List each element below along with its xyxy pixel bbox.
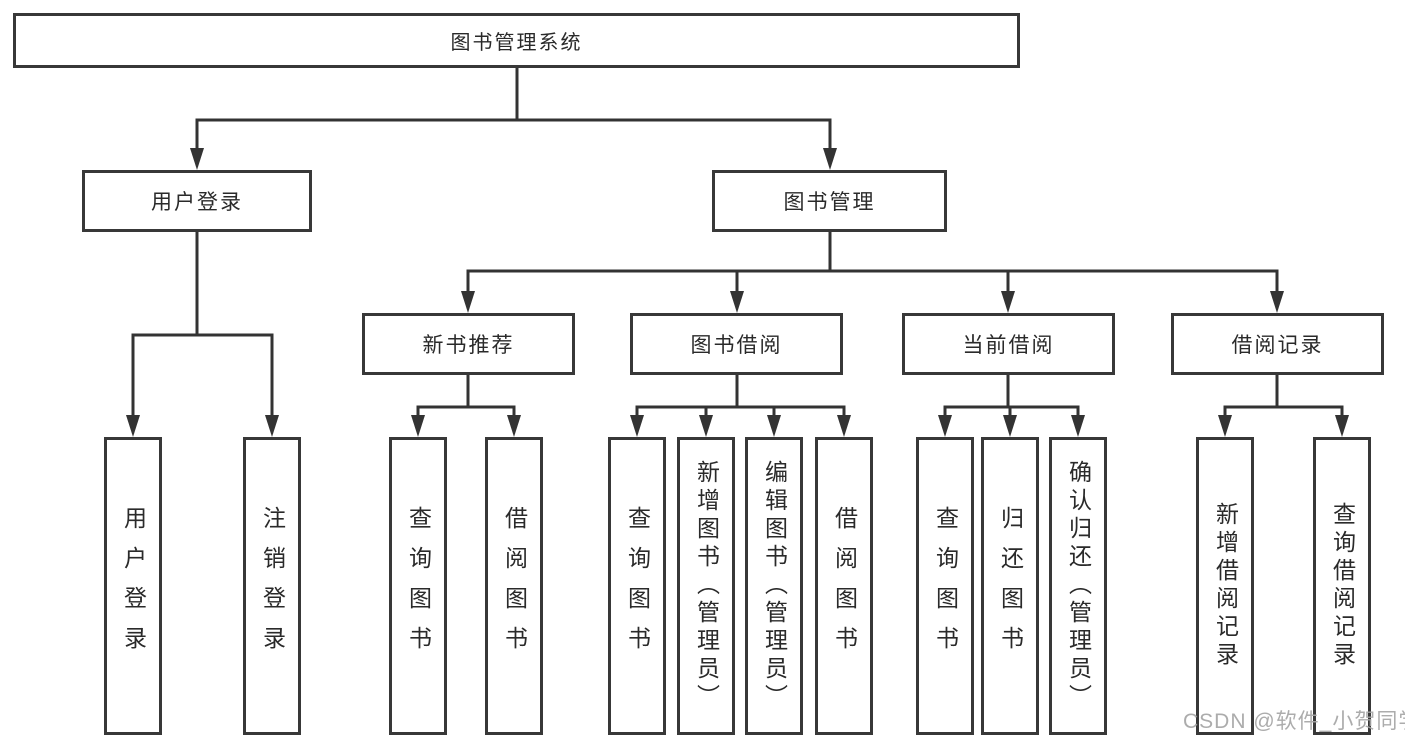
node-book-borrowing: 图书借阅	[630, 313, 843, 375]
node-label: 用户登录	[120, 506, 147, 666]
leaf-query-books-2: 查询图书	[608, 437, 666, 735]
node-label: 确认归还（管理员）	[1065, 460, 1092, 712]
arrowhead-icon	[1003, 415, 1017, 437]
leaf-borrow-books-1: 借阅图书	[485, 437, 543, 735]
node-label: 借阅记录	[1231, 334, 1324, 357]
arrowhead-icon	[823, 148, 837, 170]
arrowhead-icon	[265, 415, 279, 437]
node-label: 当前借阅	[962, 334, 1055, 357]
arrowhead-icon	[630, 415, 644, 437]
arrowhead-icon	[730, 291, 744, 313]
csdn-watermark: CSDN @软件_小贺同学	[1183, 710, 1405, 733]
node-label: 图书管理	[783, 191, 876, 214]
arrowhead-icon	[126, 415, 140, 437]
node-label: 用户登录	[151, 191, 243, 214]
leaf-logout: 注销登录	[243, 437, 301, 735]
node-label: 查询图书	[405, 506, 432, 666]
arrowhead-icon	[507, 415, 521, 437]
leaf-edit-books-admin: 编辑图书（管理员）	[745, 437, 803, 735]
node-label: 新增图书（管理员）	[693, 460, 720, 712]
leaf-add-borrow-record: 新增借阅记录	[1196, 437, 1254, 735]
arrowhead-icon	[1071, 415, 1085, 437]
leaf-return-books: 归还图书	[981, 437, 1039, 735]
leaf-query-books-1: 查询图书	[389, 437, 447, 735]
node-label: 新增借阅记录	[1212, 502, 1239, 670]
node-label: 借阅图书	[831, 506, 858, 666]
arrowhead-icon	[938, 415, 952, 437]
leaf-borrow-books-2: 借阅图书	[815, 437, 873, 735]
node-label: 查询图书	[624, 506, 651, 666]
node-current-borrowing: 当前借阅	[902, 313, 1115, 375]
leaf-confirm-return-admin: 确认归还（管理员）	[1049, 437, 1107, 735]
arrowhead-icon	[1335, 415, 1349, 437]
arrowhead-icon	[461, 291, 475, 313]
arrowhead-icon	[699, 415, 713, 437]
node-label: 查询借阅记录	[1329, 502, 1356, 670]
node-label: 注销登录	[259, 506, 286, 666]
arrowhead-icon	[190, 148, 204, 170]
tree-edges	[131, 68, 1344, 417]
node-label: 编辑图书（管理员）	[761, 460, 788, 712]
node-user-login-group: 用户登录	[82, 170, 312, 232]
arrowhead-icon	[1270, 291, 1284, 313]
node-new-book-recommendation: 新书推荐	[362, 313, 575, 375]
node-label: 查询图书	[932, 506, 959, 666]
arrowhead-icon	[837, 415, 851, 437]
arrowhead-icon	[1001, 291, 1015, 313]
arrowhead-icon	[1218, 415, 1232, 437]
node-library-management-system: 图书管理系统	[13, 13, 1020, 68]
node-label: 图书管理系统	[450, 32, 583, 54]
node-label: 借阅图书	[501, 506, 528, 666]
node-label: 归还图书	[997, 506, 1024, 666]
leaf-add-books-admin: 新增图书（管理员）	[677, 437, 735, 735]
arrowhead-icon	[411, 415, 425, 437]
node-book-management: 图书管理	[712, 170, 947, 232]
arrowhead-icon	[767, 415, 781, 437]
leaf-query-books-3: 查询图书	[916, 437, 974, 735]
node-borrowing-records: 借阅记录	[1171, 313, 1384, 375]
node-label: 图书借阅	[690, 334, 783, 357]
leaf-user-login: 用户登录	[104, 437, 162, 735]
leaf-query-borrow-record: 查询借阅记录	[1313, 437, 1371, 735]
node-label: 新书推荐	[422, 334, 515, 357]
